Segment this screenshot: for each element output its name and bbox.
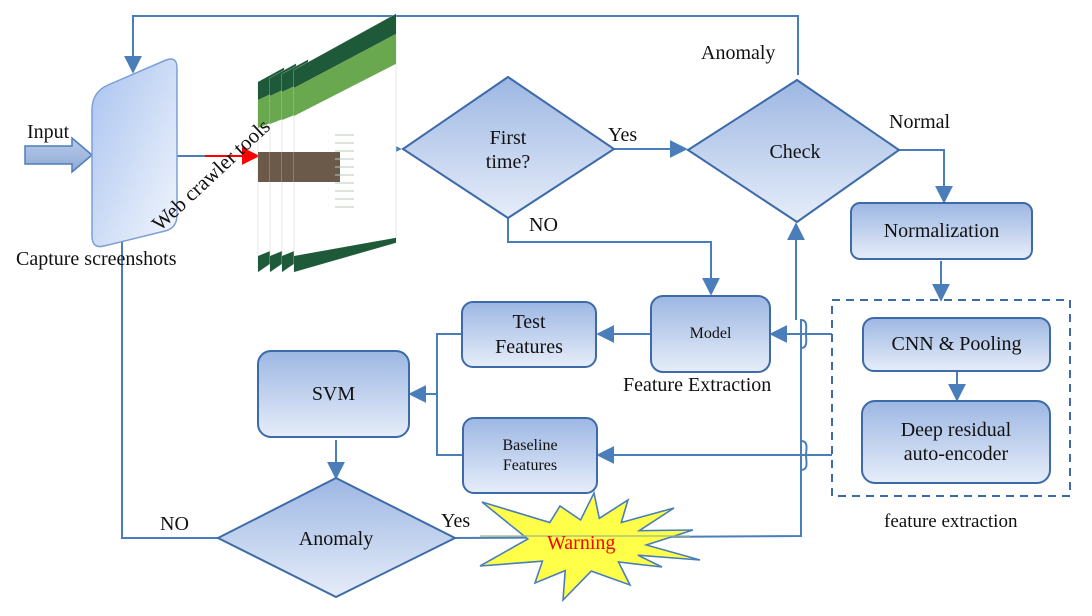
normalization-box — [850, 202, 1033, 260]
test-features-box — [461, 301, 597, 368]
check-decision — [686, 78, 901, 224]
edge-check-anomaly-loop — [124, 15, 799, 75]
anomaly-decision-label: Anomaly — [298, 527, 374, 550]
edge-jump-upper — [800, 318, 808, 349]
warning-starburst — [479, 490, 701, 603]
model-label: Model — [689, 325, 732, 343]
capture-screenshots-label: Capture screenshots — [16, 248, 177, 270]
test-features-label: Test Features — [495, 311, 563, 358]
first-time-label: First time? — [485, 126, 531, 173]
edge-label-first-no: NO — [529, 214, 558, 236]
feature-extraction-group — [831, 299, 1071, 497]
edge-anomaly-no — [113, 194, 218, 539]
baseline-features-box — [462, 417, 598, 494]
webpage-screenshot-stack — [257, 13, 397, 273]
input-label: Input — [27, 121, 70, 143]
deep-residual-box — [861, 400, 1051, 484]
cnn-pooling-label: CNN & Pooling — [891, 333, 1022, 356]
model-caption: Feature Extraction — [623, 374, 772, 396]
edge-label-check-anomaly: Anomaly — [701, 42, 776, 64]
first-time-decision — [401, 75, 616, 220]
edge-features-merge — [436, 333, 462, 456]
feature-extraction-group-label: feature extraction — [884, 511, 1018, 532]
warning-label: Warning — [547, 532, 616, 554]
edge-label-anomaly-no: NO — [160, 513, 189, 535]
cnn-pooling-box — [862, 317, 1051, 372]
baseline-features-label: Baseline Features — [502, 436, 558, 474]
svm-box — [257, 350, 410, 438]
check-label: Check — [769, 140, 821, 163]
anomaly-decision — [215, 476, 458, 599]
normalization-label: Normalization — [883, 219, 1000, 242]
model-box — [650, 295, 771, 373]
edge-label-first-yes: Yes — [608, 124, 638, 146]
svm-label: SVM — [311, 382, 356, 405]
edge-firsttime-no — [507, 218, 720, 296]
input-arrow-icon — [24, 136, 94, 174]
deep-residual-label: Deep residual auto-encoder — [900, 418, 1012, 465]
capture-screenshots-shape — [91, 58, 178, 248]
edge-check-normal — [899, 149, 953, 204]
edge-jump-lower — [800, 439, 808, 471]
edge-label-check-normal: Normal — [889, 111, 951, 133]
edge-label-anomaly-yes: Yes — [441, 510, 471, 532]
